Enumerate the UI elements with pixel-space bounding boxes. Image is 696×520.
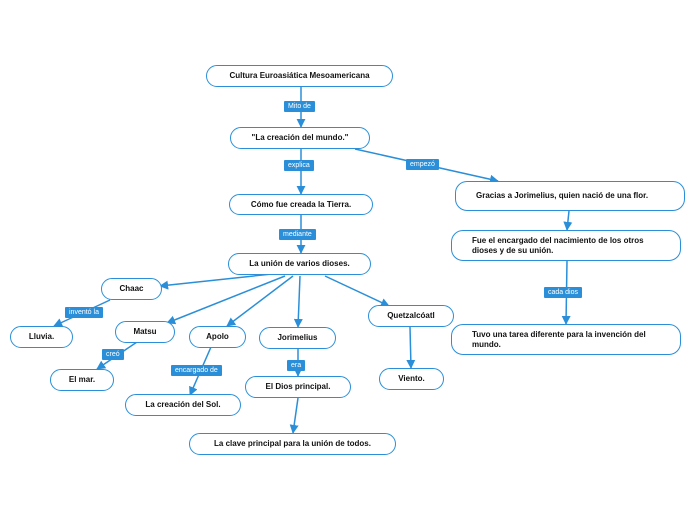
node-gracias[interactable]: Gracias a Jorimelius, quien nació de una… [455,181,685,211]
node-mar[interactable]: El mar. [50,369,114,391]
edge-quetzalcoatl-viento [406,326,416,369]
edge-union-chaac [159,273,273,290]
label-cada-dios: cada dios [544,287,582,298]
node-tarea[interactable]: Tuvo una tarea diferente para la invenci… [451,324,681,355]
node-viento[interactable]: Viento. [379,368,444,390]
node-root[interactable]: Cultura Euroasiática Mesoamericana [206,65,393,87]
node-sol[interactable]: La creación del Sol. [125,394,241,416]
node-como[interactable]: Cómo fue creada la Tierra. [229,194,373,215]
node-encargado[interactable]: Fue el encargado del nacimiento de los o… [451,230,681,261]
label-invento-la: inventó la [65,307,103,318]
node-clave[interactable]: La clave principal para la unión de todo… [189,433,396,455]
node-apolo[interactable]: Apolo [189,326,246,348]
node-jorimelius[interactable]: Jorimelius [259,327,336,349]
label-mito-de: Mito de [284,101,315,112]
node-dios-principal[interactable]: El Dios principal. [245,376,351,398]
node-union[interactable]: La unión de varios dioses. [228,253,371,275]
label-mediante: mediante [279,229,316,240]
label-encargado-de: encargado de [171,365,222,376]
edge-union-jorimelius [293,275,303,328]
node-matsu[interactable]: Matsu [115,321,175,343]
edge-union-matsu [166,275,286,325]
node-lluvia[interactable]: Lluvia. [10,326,73,348]
edge-dios-clave [289,397,299,434]
label-explica: explica [284,160,314,171]
edge-gracias-encargado [563,210,573,231]
edge-union-quetzalcoatl [324,275,390,307]
node-chaac[interactable]: Chaac [101,278,162,300]
node-quetzalcoatl[interactable]: Quetzalcóatl [368,305,454,327]
label-empezo: empezó [406,159,439,170]
node-creacion[interactable]: "La creación del mundo." [230,127,370,149]
label-creo: creó [102,349,124,360]
label-era: era [287,360,306,371]
edge-union-apolo [226,275,294,327]
